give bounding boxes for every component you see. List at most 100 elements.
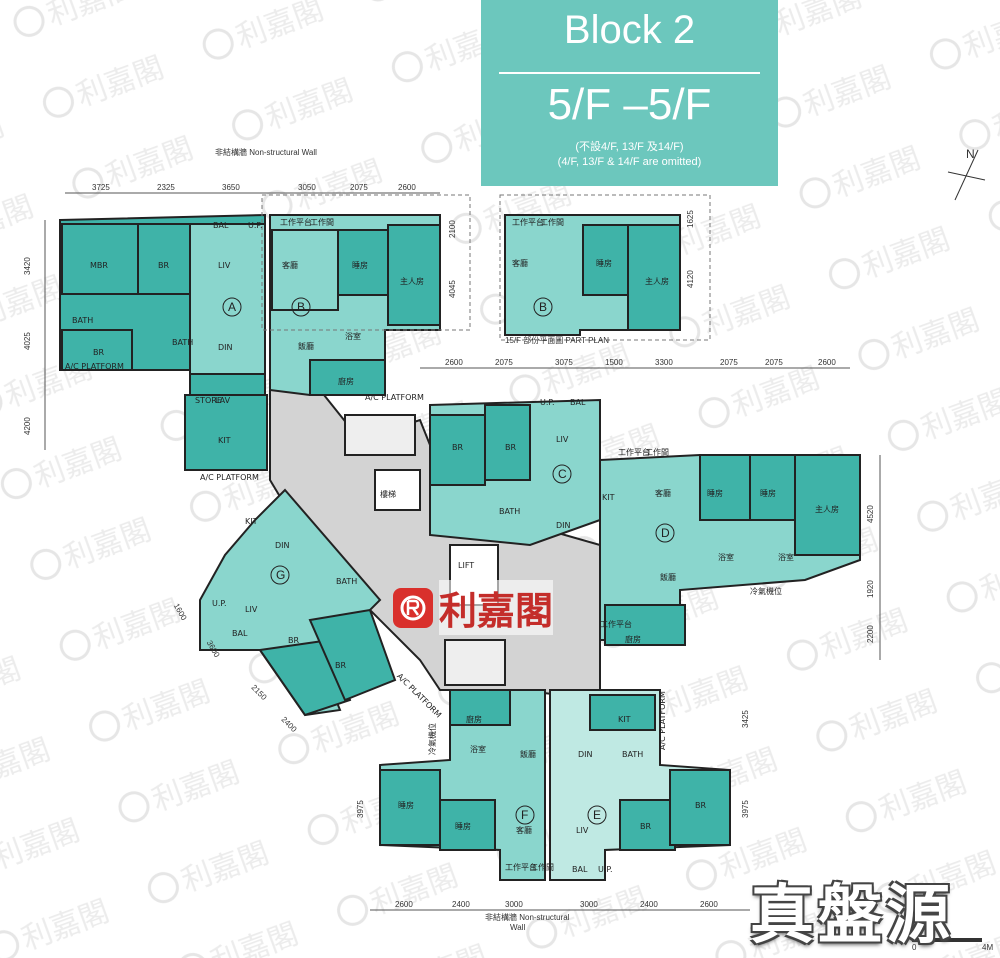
svg-text:睡房: 睡房 bbox=[596, 258, 612, 268]
svg-text:2600: 2600 bbox=[700, 900, 718, 909]
svg-text:4520: 4520 bbox=[866, 505, 875, 523]
unit-b-part-plan bbox=[504, 214, 681, 336]
svg-text:DIN: DIN bbox=[578, 750, 593, 759]
svg-text:工作間: 工作間 bbox=[310, 217, 334, 227]
svg-text:2400: 2400 bbox=[452, 900, 470, 909]
svg-text:3000: 3000 bbox=[580, 900, 598, 909]
svg-text:3050: 3050 bbox=[298, 183, 316, 192]
svg-text:DIN: DIN bbox=[556, 521, 571, 530]
svg-text:工作平台: 工作平台 bbox=[618, 447, 650, 457]
svg-text:睡房: 睡房 bbox=[707, 488, 723, 498]
svg-text:BATH: BATH bbox=[499, 507, 520, 516]
room-mbr bbox=[61, 223, 139, 295]
omitted-floors-en: (4/F, 13/F & 14/F are omitted) bbox=[557, 156, 702, 168]
svg-text:4025: 4025 bbox=[23, 332, 32, 350]
svg-text:浴室: 浴室 bbox=[718, 552, 734, 562]
svg-text:BR: BR bbox=[452, 443, 463, 452]
svg-text:工作間: 工作間 bbox=[530, 862, 554, 872]
svg-text:冷氣機位: 冷氣機位 bbox=[427, 723, 437, 755]
svg-text:A/C PLATFORM: A/C PLATFORM bbox=[658, 691, 667, 750]
svg-text:3075: 3075 bbox=[555, 358, 573, 367]
svg-text:3975: 3975 bbox=[356, 800, 365, 818]
svg-text:睡房: 睡房 bbox=[455, 821, 471, 831]
svg-text:LIV: LIV bbox=[245, 605, 258, 614]
svg-text:BR: BR bbox=[288, 636, 299, 645]
unit-b bbox=[269, 214, 441, 396]
unit-label-f: F bbox=[521, 808, 528, 822]
svg-text:4120: 4120 bbox=[686, 270, 695, 288]
room-bedroom-b bbox=[337, 229, 389, 296]
svg-text:2600: 2600 bbox=[818, 358, 836, 367]
svg-text:2075: 2075 bbox=[495, 358, 513, 367]
svg-text:工作平台: 工作平台 bbox=[512, 217, 544, 227]
svg-text:客廳: 客廳 bbox=[516, 825, 532, 835]
room-bedroom-f2 bbox=[439, 799, 496, 851]
svg-text:BAL: BAL bbox=[213, 221, 229, 230]
svg-text:BR: BR bbox=[640, 822, 651, 831]
svg-text:A/C PLATFORM: A/C PLATFORM bbox=[200, 473, 259, 482]
svg-text:BAL: BAL bbox=[232, 629, 248, 638]
svg-text:1500: 1500 bbox=[605, 358, 623, 367]
real-source-stamp: 真盤源 bbox=[750, 879, 954, 953]
svg-text:3425: 3425 bbox=[741, 710, 750, 728]
floor-range: 5/F –5/F bbox=[547, 80, 712, 129]
svg-text:工作間: 工作間 bbox=[540, 217, 564, 227]
svg-text:浴室: 浴室 bbox=[778, 552, 794, 562]
block-name: Block 2 bbox=[563, 8, 696, 52]
svg-text:BATH: BATH bbox=[622, 750, 643, 759]
svg-text:2600: 2600 bbox=[445, 358, 463, 367]
svg-text:DIN: DIN bbox=[275, 541, 290, 550]
room-bedroom-d bbox=[699, 454, 751, 521]
room-master-part bbox=[627, 224, 681, 331]
svg-text:飯廳: 飯廳 bbox=[520, 749, 536, 759]
unit-label-c: C bbox=[558, 467, 567, 481]
room-bedroom-part bbox=[582, 224, 629, 296]
svg-text:2075: 2075 bbox=[720, 358, 738, 367]
svg-text:工作間: 工作間 bbox=[645, 447, 669, 457]
non-structural-bottom: 非結構牆 Non-structural bbox=[485, 912, 570, 922]
room-br bbox=[137, 223, 191, 295]
unit-g bbox=[199, 488, 397, 717]
brand-name: 利嘉閣 bbox=[439, 580, 554, 635]
notes: 非結構牆 Non-structural Wall 15/F 部份平面圖 PART… bbox=[215, 147, 993, 952]
kitchen-f bbox=[449, 689, 511, 726]
part-plan-label: 15/F 部份平面圖 PART PLAN bbox=[505, 335, 609, 345]
svg-text:2200: 2200 bbox=[866, 625, 875, 643]
svg-text:主人房: 主人房 bbox=[400, 276, 424, 286]
svg-text:3300: 3300 bbox=[655, 358, 673, 367]
svg-text:工作平台: 工作平台 bbox=[600, 619, 632, 629]
room-bedroom-d2 bbox=[749, 454, 796, 521]
scale-end: 4M bbox=[982, 943, 993, 952]
svg-text:U.P.: U.P. bbox=[212, 599, 227, 608]
room-master-d bbox=[794, 454, 861, 556]
unit-label-g: G bbox=[276, 568, 285, 582]
non-structural-outline bbox=[261, 194, 711, 341]
svg-text:2600: 2600 bbox=[398, 183, 416, 192]
dimension-lines bbox=[44, 192, 881, 911]
svg-text:浴室: 浴室 bbox=[470, 744, 486, 754]
svg-text:廚房: 廚房 bbox=[338, 376, 354, 386]
svg-text:DIN: DIN bbox=[218, 343, 233, 352]
unit-label-a: A bbox=[228, 300, 236, 314]
unit-d bbox=[599, 454, 861, 646]
svg-text:U.P.: U.P. bbox=[248, 221, 263, 230]
svg-text:3000: 3000 bbox=[505, 900, 523, 909]
svg-text:LIV: LIV bbox=[556, 435, 569, 444]
svg-text:工作平台: 工作平台 bbox=[505, 862, 537, 872]
svg-text:冷氣機位: 冷氣機位 bbox=[750, 586, 782, 596]
svg-text:BR: BR bbox=[93, 348, 104, 357]
room-br-e bbox=[619, 799, 676, 851]
svg-text:LIV: LIV bbox=[576, 826, 589, 835]
svg-text:BR: BR bbox=[335, 661, 346, 670]
svg-text:KIT: KIT bbox=[618, 715, 631, 724]
omitted-floors-cn: (不設4/F, 13/F 及14/F) bbox=[575, 141, 684, 153]
svg-text:BAL: BAL bbox=[572, 865, 588, 874]
svg-text:主人房: 主人房 bbox=[815, 504, 839, 514]
svg-text:BATH: BATH bbox=[336, 577, 357, 586]
stair-room bbox=[374, 469, 421, 511]
title-divider bbox=[499, 72, 760, 74]
svg-text:飯廳: 飯廳 bbox=[298, 341, 314, 351]
room-br-g2 bbox=[308, 608, 397, 702]
svg-text:KIT: KIT bbox=[602, 493, 615, 502]
svg-text:BATH: BATH bbox=[72, 316, 93, 325]
